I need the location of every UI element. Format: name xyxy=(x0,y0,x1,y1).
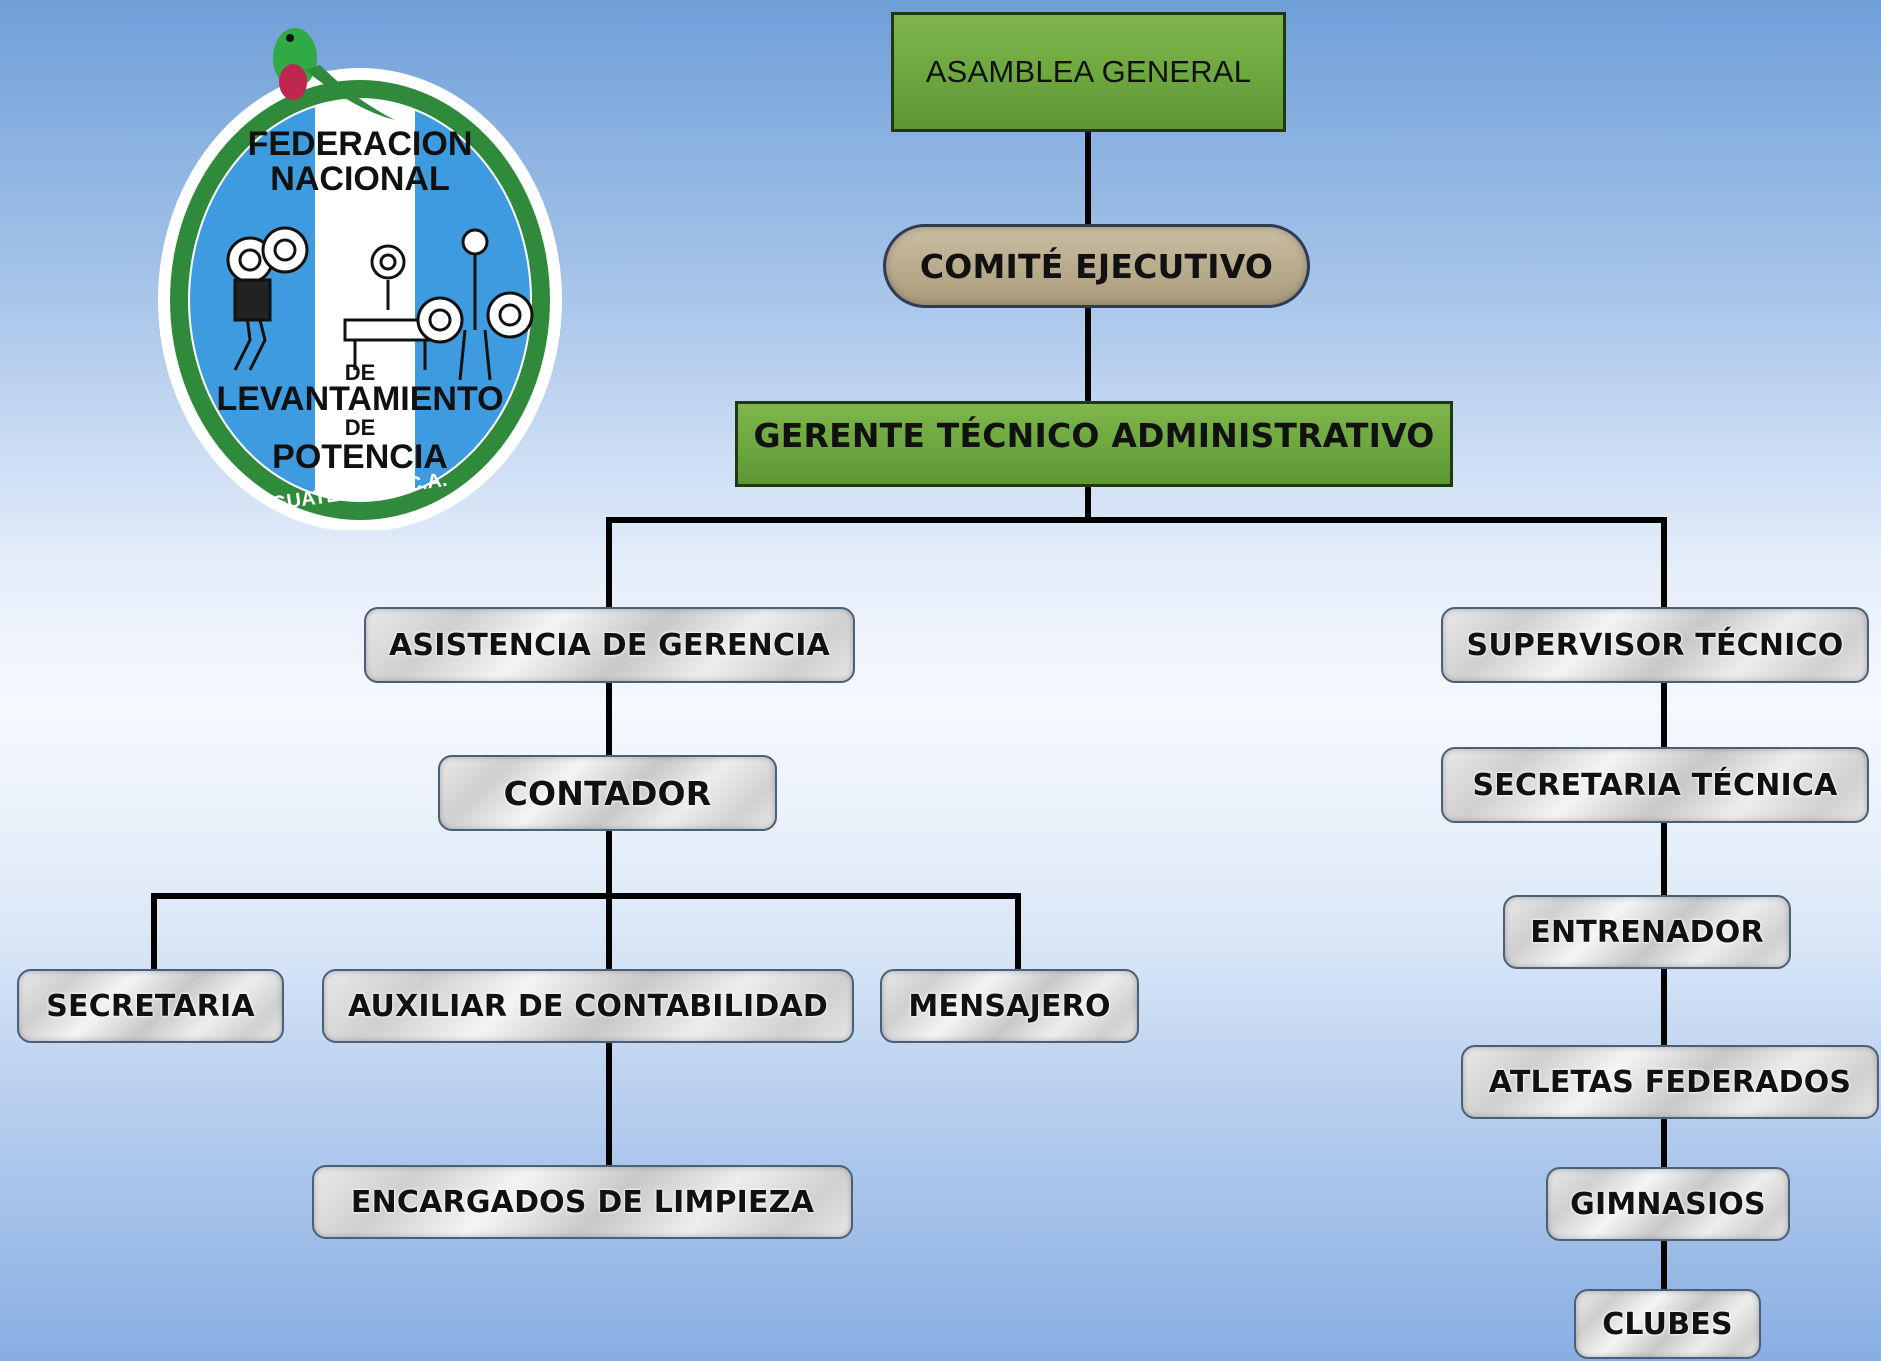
quetzal-icon xyxy=(273,28,395,120)
connector xyxy=(151,893,157,969)
connector xyxy=(606,1043,612,1165)
connector xyxy=(1661,969,1667,1045)
asamblea-general-box: ASAMBLEA GENERAL xyxy=(891,12,1286,132)
gerente-tecnico-box: GERENTE TÉCNICO ADMINISTRATIVO xyxy=(735,401,1453,487)
secretaria-tecnica-box: SECRETARIA TÉCNICA xyxy=(1441,747,1869,823)
connector xyxy=(1085,132,1091,228)
contador-box: CONTADOR xyxy=(438,755,777,831)
secretaria-box: SECRETARIA xyxy=(17,969,284,1043)
connector xyxy=(1085,306,1091,402)
connector xyxy=(1085,487,1091,521)
encargados-limpieza-box: ENCARGADOS DE LIMPIEZA xyxy=(312,1165,853,1239)
comite-ejecutivo-box: COMITÉ EJECUTIVO xyxy=(883,224,1310,308)
mensajero-box: MENSAJERO xyxy=(880,969,1139,1043)
connector xyxy=(606,683,612,755)
connector xyxy=(1015,893,1021,969)
connector xyxy=(606,517,1667,523)
connector xyxy=(1661,683,1667,747)
connector xyxy=(151,893,1021,899)
federation-logo: FEDERACION NACIONAL DE LEVANTAMIENTO DE … xyxy=(158,28,562,530)
logo-line-6: POTENCIA xyxy=(272,438,448,476)
asistencia-gerencia-box: ASISTENCIA DE GERENCIA xyxy=(364,607,855,683)
connector xyxy=(1661,1119,1667,1167)
clubes-box: CLUBES xyxy=(1574,1289,1761,1359)
connector xyxy=(1661,517,1667,607)
atletas-federados-box: ATLETAS FEDERADOS xyxy=(1461,1045,1879,1119)
connector xyxy=(1661,823,1667,895)
logo-line-4: LEVANTAMIENTO xyxy=(216,380,503,418)
logo-line-1: FEDERACION xyxy=(248,125,473,163)
connector xyxy=(606,831,612,969)
supervisor-tecnico-box: SUPERVISOR TÉCNICO xyxy=(1441,607,1869,683)
lifter-icons xyxy=(226,226,534,381)
gimnasios-box: GIMNASIOS xyxy=(1546,1167,1790,1241)
auxiliar-contabilidad-box: AUXILIAR DE CONTABILIDAD xyxy=(322,969,854,1043)
logo-line-5: DE xyxy=(345,415,376,440)
entrenador-box: ENTRENADOR xyxy=(1503,895,1791,969)
connector xyxy=(1661,1241,1667,1289)
connector xyxy=(606,517,612,607)
logo-line-2: NACIONAL xyxy=(270,160,449,198)
logo-line-3: DE xyxy=(345,360,376,385)
